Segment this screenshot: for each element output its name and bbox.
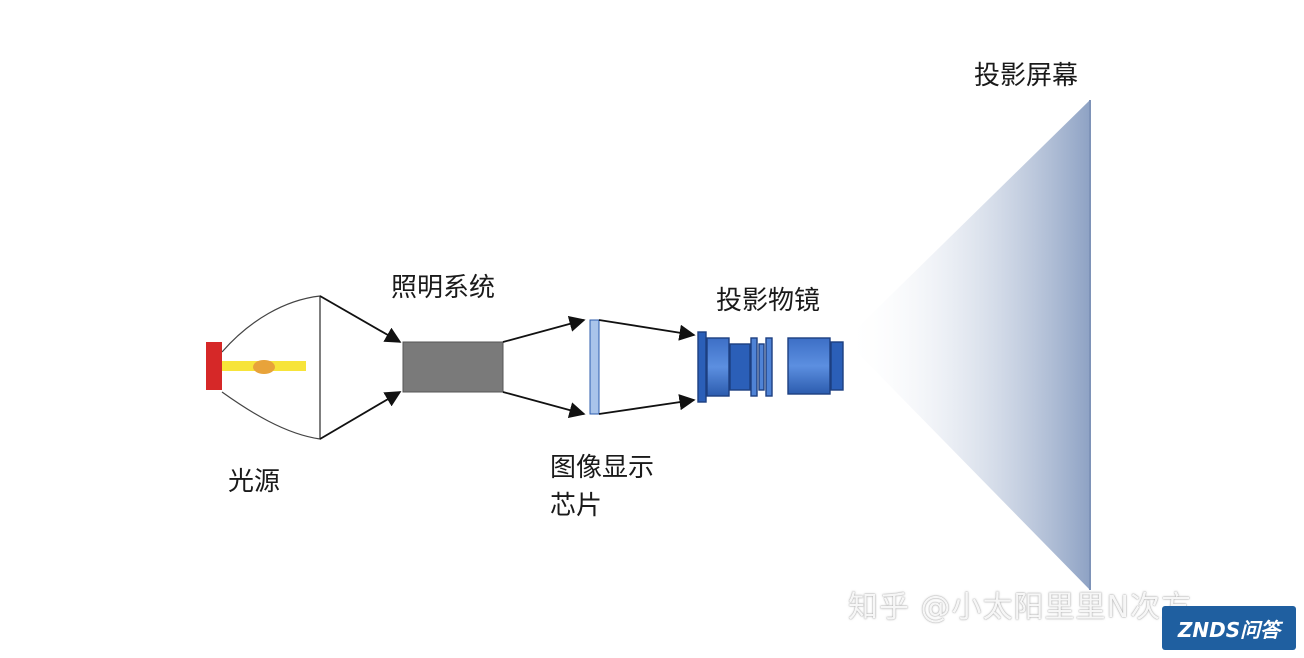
arrow-lower-1	[319, 391, 402, 440]
arrow-upper-1	[319, 295, 402, 343]
label-image-display-chip: 图像显示 芯片	[550, 450, 680, 525]
znds-badge: ZNDS问答	[1162, 606, 1296, 650]
lamp-icon	[206, 342, 222, 390]
arrow-upper-2	[502, 316, 586, 343]
label-light-source: 光源	[228, 467, 281, 497]
arrow-upper-3	[598, 319, 696, 341]
projection-beam-cone	[845, 100, 1090, 590]
lens-element-8	[830, 341, 844, 391]
label-image-chip-line2: 芯片	[550, 490, 603, 521]
label-projection-lens: 投影物镜	[716, 286, 821, 316]
znds-badge-label: ZNDS问答	[1177, 617, 1281, 642]
label-illumination-system: 照明系统	[391, 273, 496, 303]
lens-element-2	[706, 337, 730, 397]
projection-lens	[697, 331, 844, 403]
filament-icon	[253, 360, 275, 374]
label-image-chip-line1: 图像显示	[550, 453, 655, 483]
arrow-lower-3	[598, 394, 696, 415]
lens-element-7	[787, 337, 831, 395]
lens-element-6	[765, 337, 773, 397]
lens-element-3	[729, 343, 751, 391]
watermark-text: 知乎 @小太阳里里N次方	[848, 590, 1192, 625]
lens-element-5	[758, 343, 765, 391]
illumination-system-block	[402, 341, 504, 393]
lens-element-4	[750, 337, 758, 397]
image-chip-plate	[589, 319, 600, 415]
arrow-lower-2	[502, 391, 586, 418]
label-projection-screen: 投影屏幕	[974, 61, 1079, 91]
lens-element-1	[697, 331, 707, 403]
